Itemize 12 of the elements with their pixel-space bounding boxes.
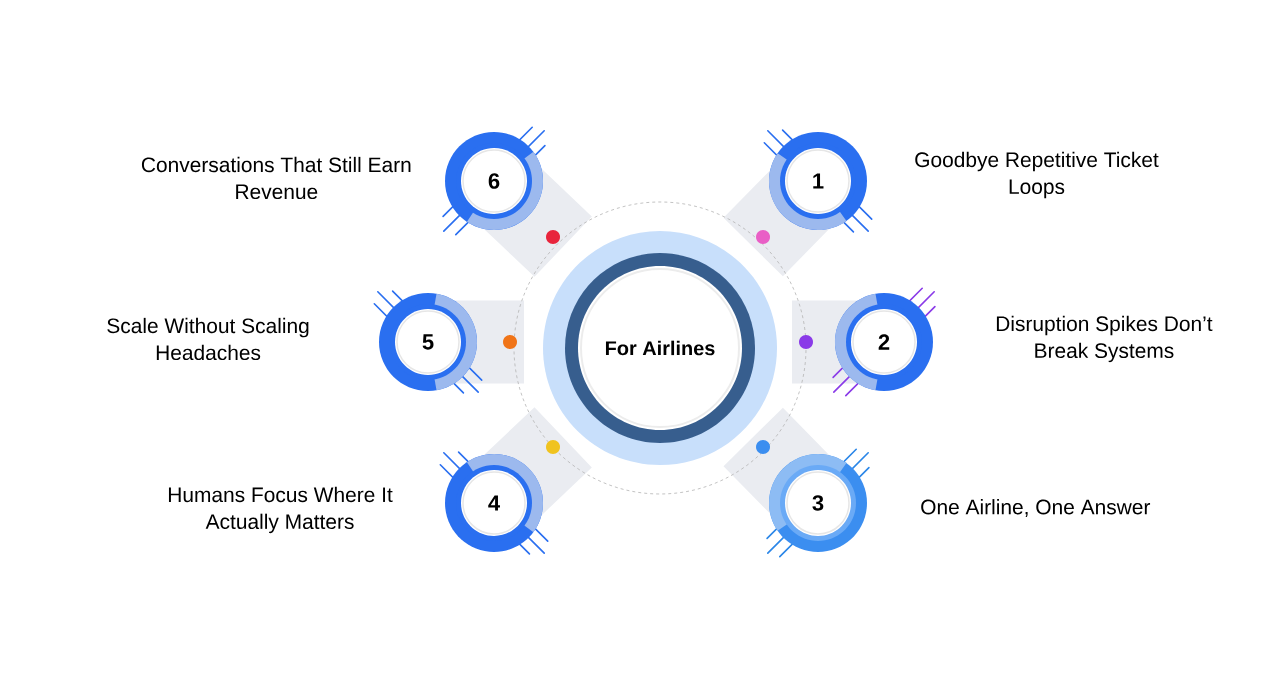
description-text: Humans Focus Where It Actually Matters [168,486,393,534]
description-text: One Airline, One Answer [921,499,1151,517]
description-text: Conversations That Still Earn Revenue [141,156,411,200]
description-text: Goodbye Repetitive Ticket Loops [915,151,1159,199]
number-badge: 1 [763,129,873,233]
number-badge: 6 [442,126,546,236]
number-badge: 4 [439,451,549,555]
number-badge: 3 [766,448,870,558]
description-text: Scale Without Scaling Headaches [107,317,309,361]
number-badge: 5 [373,290,483,394]
description-text: Disruption Spikes Don’t Break Systems [996,315,1213,363]
number-badge: 2 [832,287,936,397]
